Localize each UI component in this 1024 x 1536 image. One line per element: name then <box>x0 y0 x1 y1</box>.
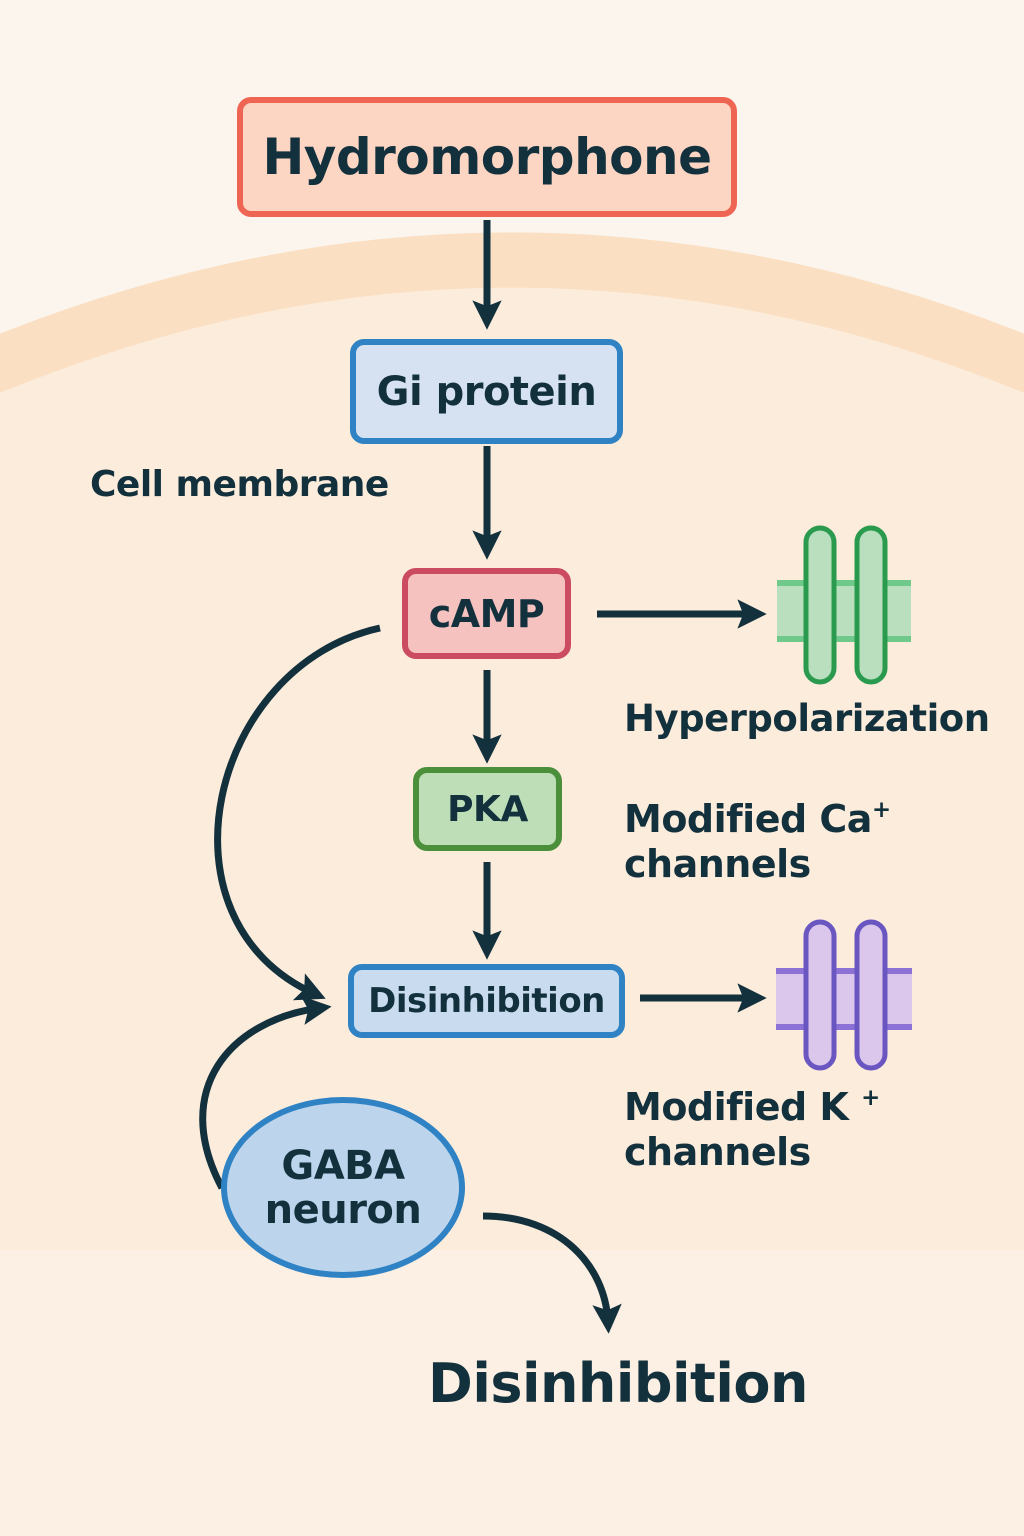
gi-protein-node: Gi protein <box>350 339 623 444</box>
gaba-line2: neuron <box>264 1186 422 1233</box>
arrow-gaba-to-disinhibition-curved <box>199 995 332 1190</box>
modified-ca-channels-label: Modified Ca+ channels <box>624 797 891 887</box>
hydromorphone-node: Hydromorphone <box>237 97 737 217</box>
potassium-channel-icon <box>776 919 912 1071</box>
gi-protein-label: Gi protein <box>376 368 597 415</box>
hydromorphone-label: Hydromorphone <box>262 128 712 186</box>
cell-membrane-band <box>0 232 1024 393</box>
gaba-neuron-node: GABA neuron <box>221 1097 465 1278</box>
ca-line1: Modified Ca <box>624 797 872 841</box>
disinhibition-node: Disinhibition <box>348 964 625 1038</box>
calcium-channel-icon <box>777 525 911 685</box>
k-line1: Modified K <box>624 1085 862 1129</box>
camp-label: cAMP <box>428 591 545 636</box>
arrow-gaba-to-final-disinhibition <box>482 1212 622 1334</box>
k-superscript: + <box>861 1085 880 1112</box>
cell-membrane-label: Cell membrane <box>90 464 389 505</box>
ca-superscript: + <box>871 797 891 824</box>
pka-label: PKA <box>447 788 528 830</box>
cell-lower-fade <box>0 1250 1024 1536</box>
gaba-line1: GABA <box>281 1142 405 1189</box>
arrow-camp-to-disinhibition-curved <box>214 624 381 1001</box>
ca-line2: channels <box>624 841 811 886</box>
pka-node: PKA <box>413 767 562 851</box>
k-line2: channels <box>624 1129 811 1174</box>
final-disinhibition-label: Disinhibition <box>428 1352 808 1415</box>
hyperpolarization-label: Hyperpolarization <box>624 697 990 740</box>
camp-node: cAMP <box>402 568 571 659</box>
modified-k-channels-label: Modified K + channels <box>624 1085 880 1175</box>
disinhibition-label: Disinhibition <box>368 981 605 1021</box>
